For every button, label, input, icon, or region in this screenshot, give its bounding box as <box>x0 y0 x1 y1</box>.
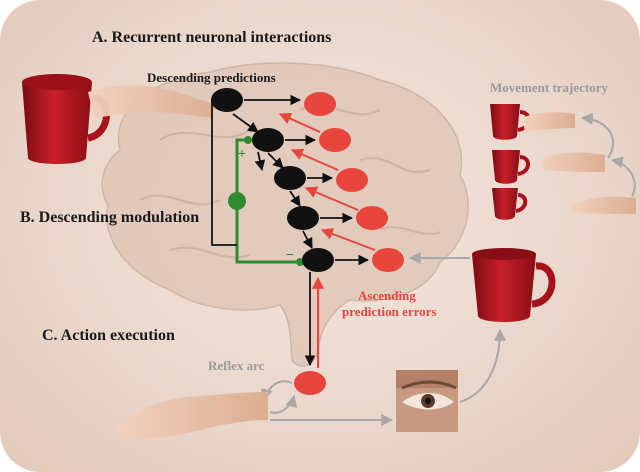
section-a-title: A. Recurrent neuronal interactions <box>92 29 331 46</box>
movement-trajectory-label: Movement trajectory <box>490 80 609 95</box>
cup-icon <box>492 188 528 220</box>
ascending-label-line1: Ascending <box>358 288 416 303</box>
error-unit <box>319 128 351 152</box>
prediction-unit <box>211 88 243 112</box>
eye-to-cup-arrow <box>459 328 506 403</box>
error-unit <box>304 92 336 116</box>
trajectory-arrow <box>610 156 636 197</box>
excitatory-plus-sign: + <box>238 147 246 162</box>
hand-icon <box>540 152 605 172</box>
descending-spine <box>211 100 237 246</box>
reflex-arc-arrow <box>260 380 293 402</box>
reflex-arc-label: Reflex arc <box>208 358 265 373</box>
prediction-unit <box>302 248 334 272</box>
descending-modulation-pathway: + − <box>228 136 304 266</box>
hand-icon <box>116 392 268 439</box>
descending-predictions-label: Descending predictions <box>147 70 276 85</box>
ascending-label-line2: prediction errors <box>342 304 436 319</box>
trajectory-arrow <box>580 112 614 159</box>
cup-icon <box>22 74 110 164</box>
section-c-title: C. Action execution <box>42 327 175 344</box>
error-unit <box>372 248 404 272</box>
eye-icon <box>396 370 458 432</box>
hand-icon <box>570 196 636 214</box>
section-b-title: B. Descending modulation <box>20 209 199 226</box>
modulation-line-lower <box>235 210 300 264</box>
hierarchy-network <box>211 88 404 272</box>
prediction-unit <box>287 206 319 230</box>
inhibitory-minus-sign: − <box>286 248 294 263</box>
modulation-node <box>228 192 246 210</box>
prediction-unit <box>252 128 284 152</box>
cup-icon <box>472 248 556 322</box>
reflex-arc-arrow <box>269 394 298 414</box>
hand-icon <box>522 112 575 132</box>
error-unit <box>336 168 368 192</box>
error-unit <box>356 206 388 230</box>
prediction-unit <box>274 166 306 190</box>
reflex-error-unit <box>294 371 326 395</box>
cup-icon <box>492 150 530 184</box>
hand-icon <box>88 85 215 118</box>
brain-icon <box>101 62 469 367</box>
